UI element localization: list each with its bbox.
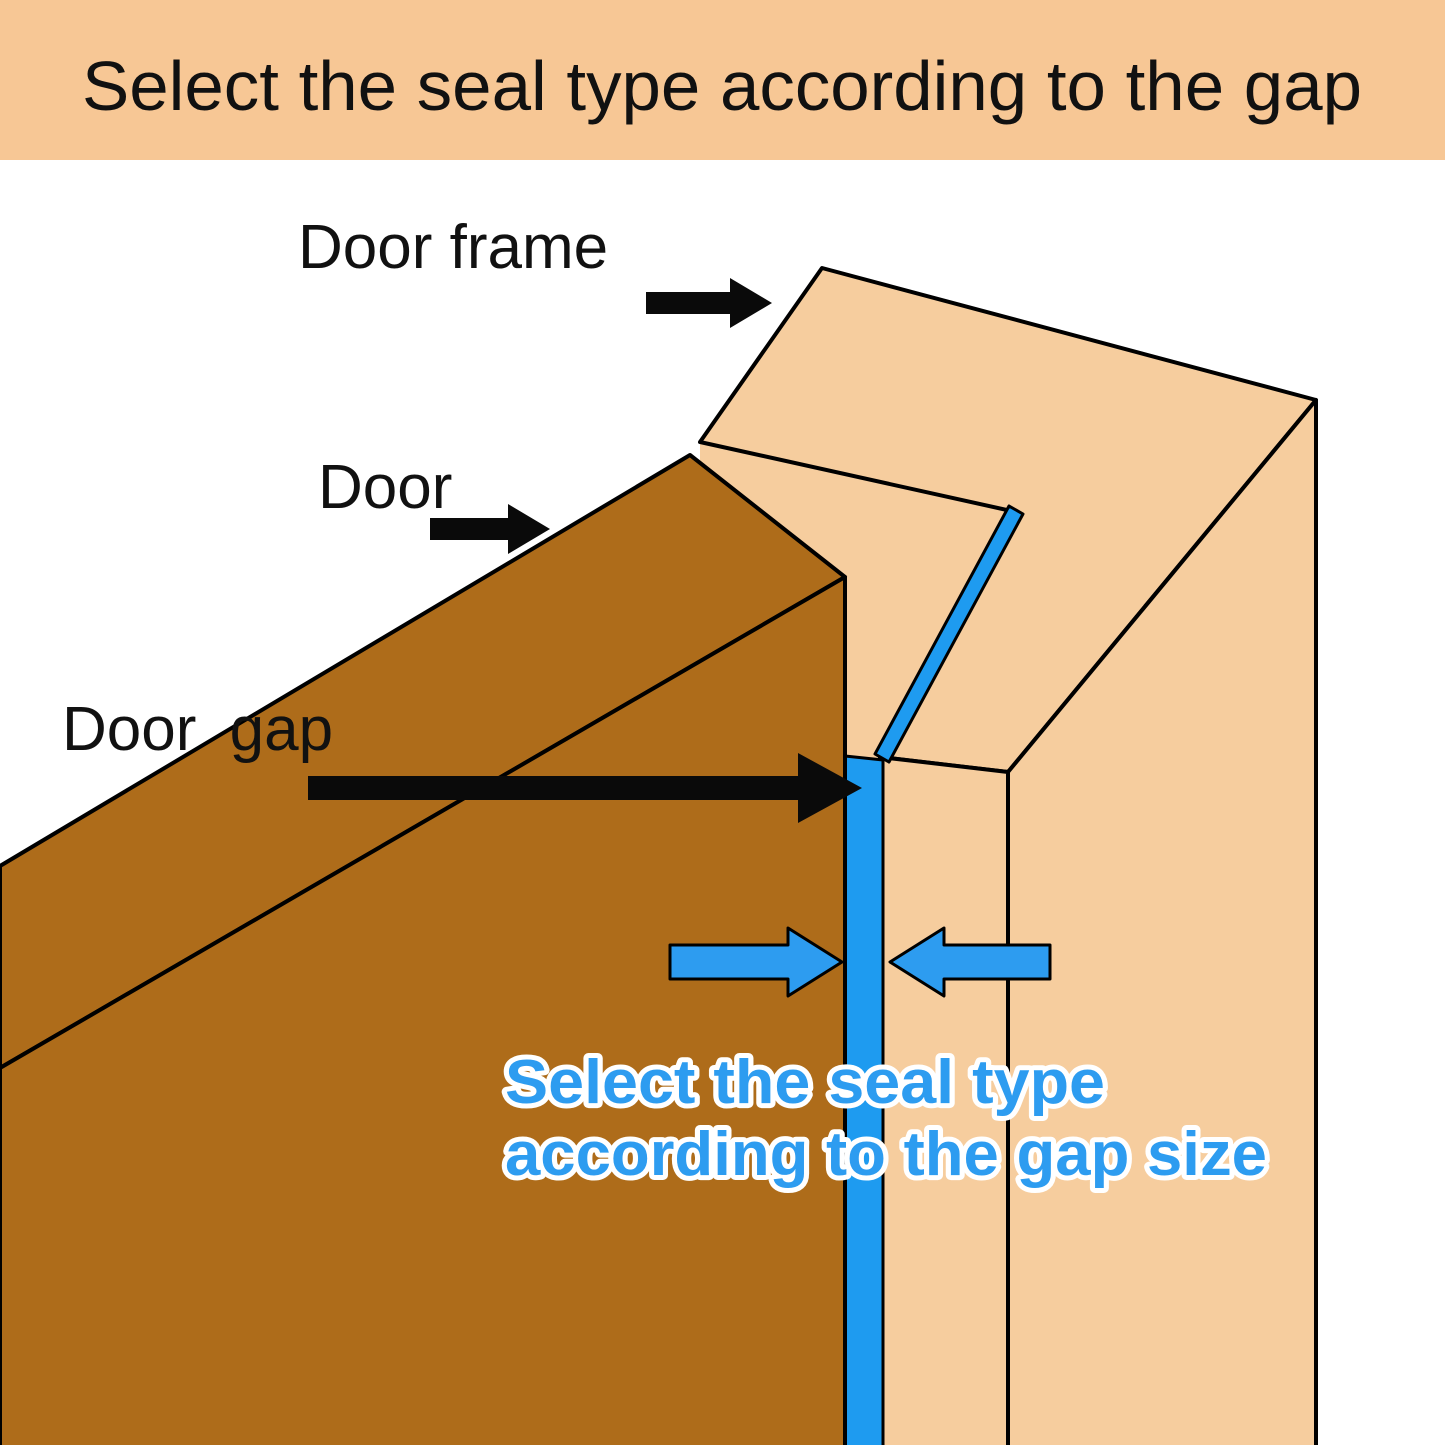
gap-arrow-left-icon xyxy=(888,926,1052,998)
caption-line-2: according to the gap size xyxy=(505,1120,1267,1189)
header-banner xyxy=(0,0,1445,160)
page-title: Select the seal type according to the ga… xyxy=(82,47,1362,125)
door-gap-pointer-arrow-icon xyxy=(308,753,862,823)
gap-arrow-right-icon xyxy=(668,926,844,998)
caption-line-1: Select the seal type xyxy=(505,1048,1105,1117)
door-frame-pointer-arrow-icon xyxy=(646,278,772,328)
door-gap-label: Door gap xyxy=(62,695,333,764)
door-pointer-arrow-icon xyxy=(430,504,550,554)
door-frame-label: Door frame xyxy=(298,213,608,282)
seal-strip-diagonal xyxy=(873,504,1025,764)
door-label: Door xyxy=(318,453,452,522)
